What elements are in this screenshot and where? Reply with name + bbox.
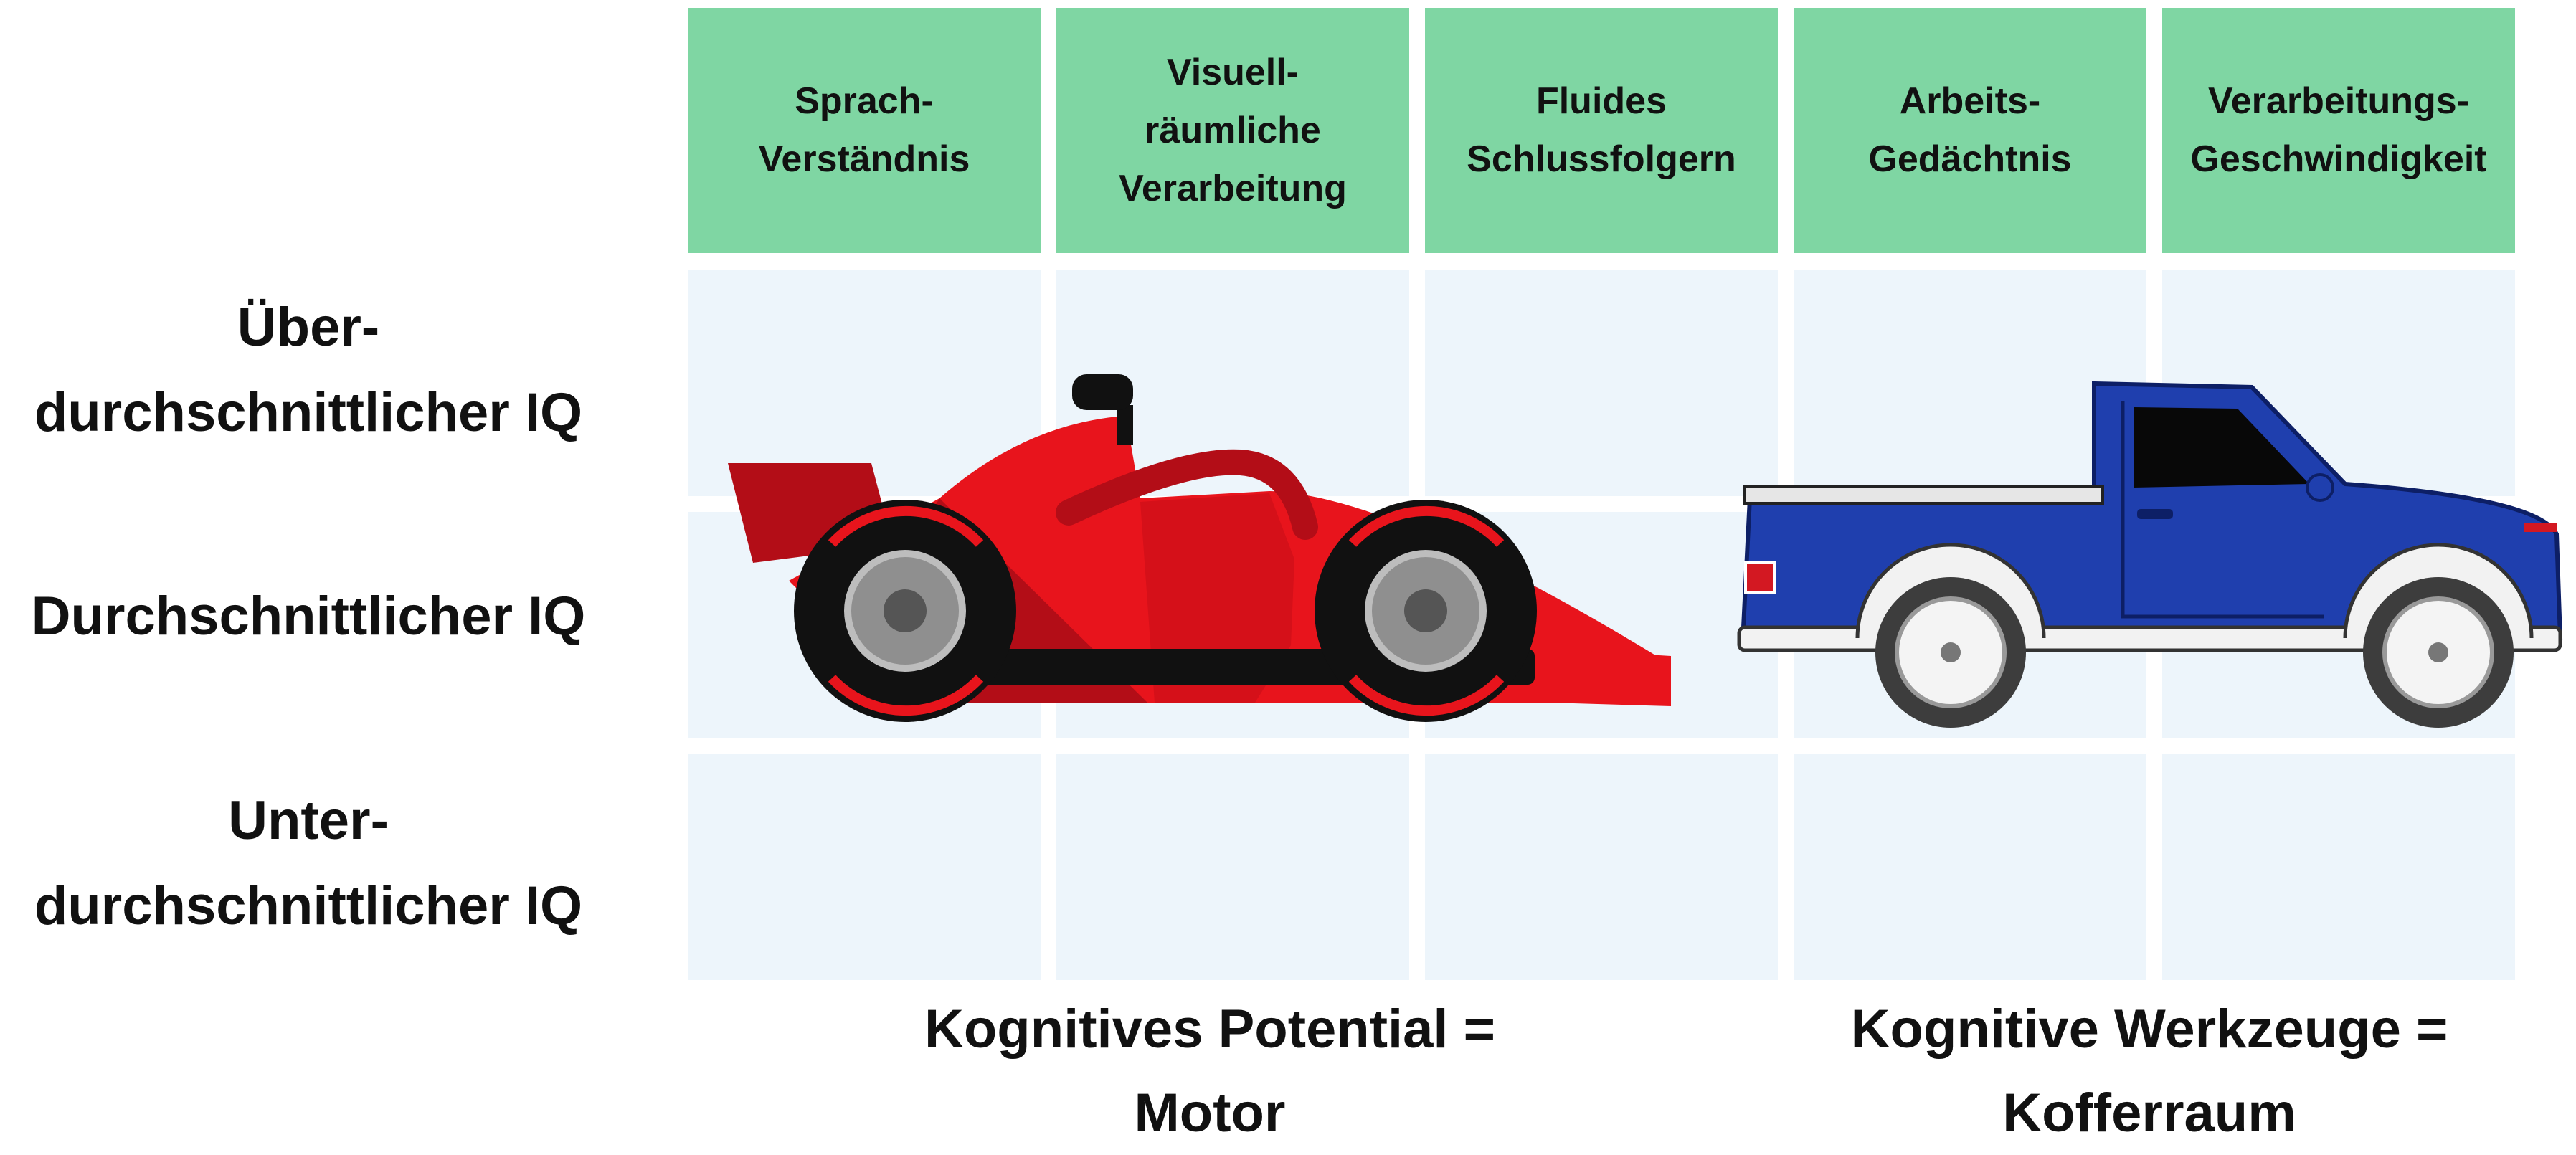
row-label-durchschnittlich: Durchschnittlicher IQ (31, 586, 586, 647)
grid-cell (1056, 754, 1409, 980)
grid-cell (688, 754, 1041, 980)
column-header-verarbeitungsgeschwindigkeit: Verarbeitungs- Geschwindigkeit (2162, 8, 2515, 253)
grid-cell (1794, 754, 2146, 980)
grid-cell (688, 270, 1041, 496)
row-label-unterdurchschnittlich: Unter- durchschnittlicher IQ (34, 790, 583, 936)
grid-cell (2162, 754, 2515, 980)
grid-cell (1425, 270, 1778, 496)
caption-kognitive-werkzeuge: Kognitive Werkzeuge = Kofferraum (1850, 999, 2448, 1144)
caption-kognitives-potential: Kognitives Potential = Motor (924, 999, 1496, 1144)
row-label-ueberdurchschnittlich: Über- durchschnittlicher IQ (34, 297, 583, 443)
race-car-icon (728, 374, 1671, 722)
column-header-sprachverstaendnis: Sprach- Verständnis (688, 8, 1041, 253)
grid-cell (1425, 754, 1778, 980)
column-header-fluides-schlussfolgern: Fluides Schlussfolgern (1425, 8, 1778, 253)
column-header-arbeitsgedaechtnis: Arbeits- Gedächtnis (1794, 8, 2146, 253)
column-header-visuell-raeumlich: Visuell- räumliche Verarbeitung (1056, 8, 1409, 253)
pickup-truck-icon (1737, 381, 2563, 728)
grid-cell (1794, 270, 2146, 496)
